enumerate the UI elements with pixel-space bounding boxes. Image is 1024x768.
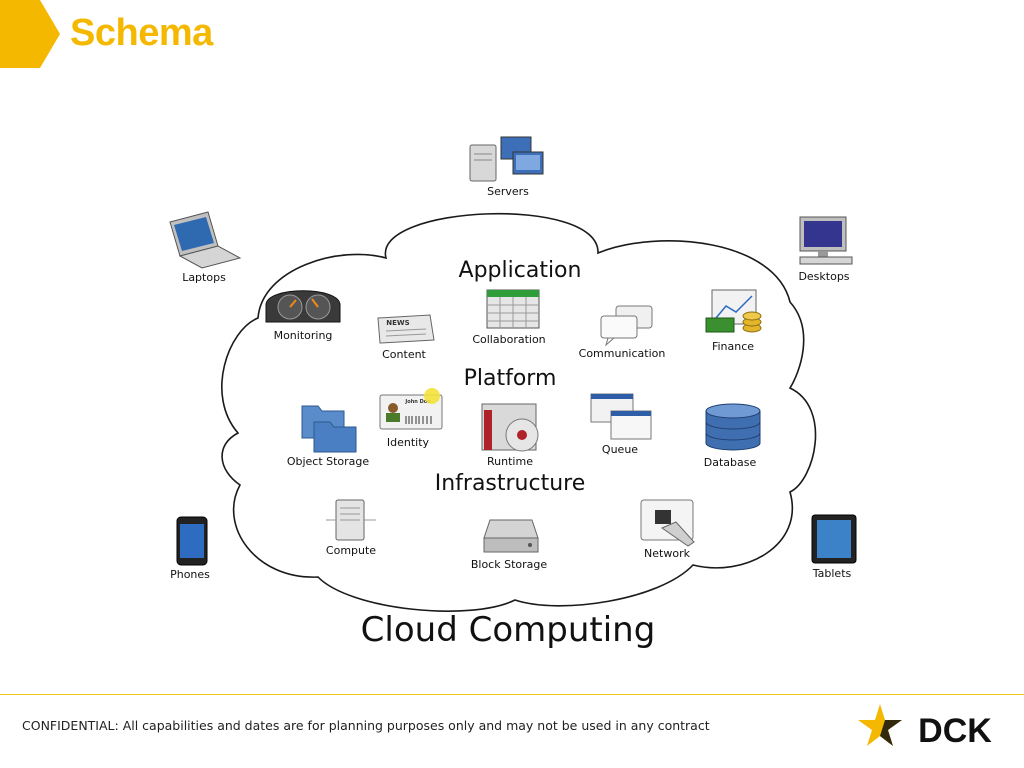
news-content-icon: NEWS	[377, 314, 435, 344]
cloud-computing-diagram: Application Platform Infrastructure Serv…	[169, 136, 857, 650]
tablet-icon	[811, 514, 857, 564]
star-icon	[858, 704, 902, 746]
news-label: NEWS	[386, 319, 409, 327]
diagram-title: Cloud Computing	[361, 610, 656, 650]
footer-divider	[0, 694, 1024, 695]
hard-drive-icon	[483, 519, 539, 553]
finance-icon	[705, 289, 762, 333]
phone-icon	[176, 516, 208, 566]
layer-infrastructure: Infrastructure	[435, 471, 586, 496]
monitoring-icon	[265, 290, 341, 323]
queue-windows-icon	[590, 393, 652, 440]
folders-icon	[301, 405, 357, 453]
layer-application: Application	[459, 258, 582, 283]
compute-server-icon	[326, 499, 376, 541]
label-block-storage: Block Storage	[471, 558, 548, 571]
label-monitoring: Monitoring	[274, 329, 333, 342]
identity-card-name: John Doe	[404, 399, 431, 405]
label-servers: Servers	[487, 185, 529, 198]
label-database: Database	[704, 456, 757, 469]
layer-platform: Platform	[464, 366, 557, 391]
label-collaboration: Collaboration	[472, 333, 545, 346]
slide-title: Schema	[70, 12, 213, 54]
runtime-icon	[481, 403, 539, 452]
label-communication: Communication	[579, 347, 666, 360]
label-network: Network	[644, 547, 691, 560]
laptop-icon	[169, 211, 242, 269]
database-icon	[705, 403, 761, 451]
label-laptops: Laptops	[182, 271, 226, 284]
calendar-icon	[486, 289, 540, 329]
label-runtime: Runtime	[487, 455, 533, 468]
label-queue: Queue	[602, 443, 638, 456]
identity-card-icon: John Doe	[379, 388, 443, 430]
label-content: Content	[382, 348, 426, 361]
label-desktops: Desktops	[798, 270, 849, 283]
dck-logo: DCK	[858, 704, 992, 750]
label-finance: Finance	[712, 340, 754, 353]
label-object-storage: Object Storage	[287, 455, 370, 468]
title-tab-shape	[0, 0, 60, 68]
chat-bubbles-icon	[600, 305, 653, 347]
label-phones: Phones	[170, 568, 210, 581]
label-compute: Compute	[326, 544, 376, 557]
confidential-notice: CONFIDENTIAL: All capabilities and dates…	[22, 718, 710, 733]
logo-text: DCK	[918, 712, 992, 750]
network-port-icon	[640, 499, 695, 547]
servers-icon	[469, 136, 544, 182]
desktop-icon	[799, 216, 853, 265]
label-identity: Identity	[387, 436, 430, 449]
label-tablets: Tablets	[812, 567, 852, 580]
